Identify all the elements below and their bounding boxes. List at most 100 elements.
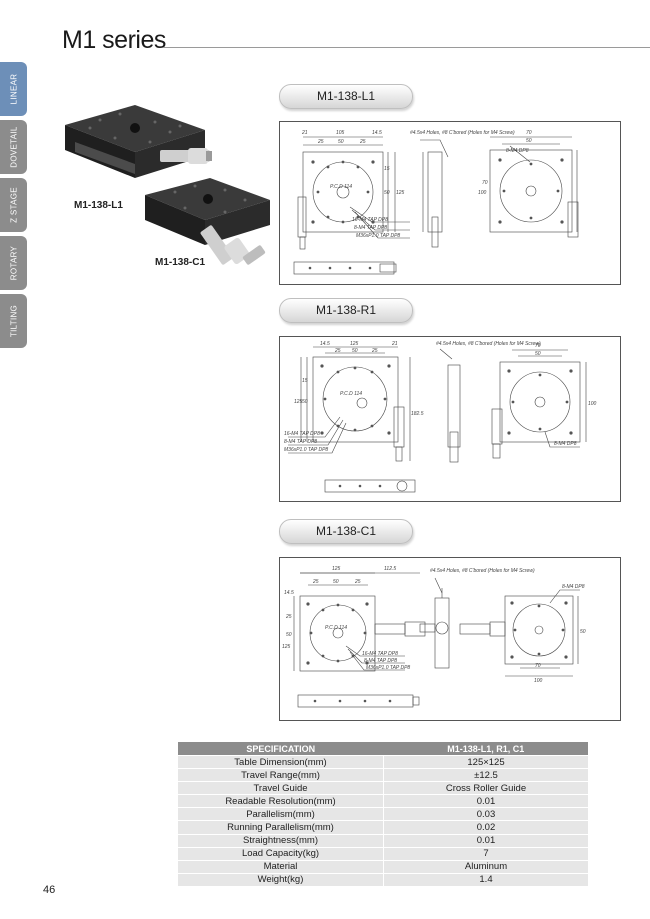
spec-value: ±12.5 (383, 768, 588, 782)
table-row: Straightness(mm)0.01 (178, 833, 588, 848)
dim-label: 182.5 (411, 411, 424, 417)
dim-label: 70 (535, 663, 541, 669)
dim-label: 50 (535, 351, 541, 357)
dim-label: 125 (282, 644, 291, 650)
spec-label: Load Capacity(kg) (178, 846, 384, 861)
dim-label: 50 (338, 139, 344, 145)
callout-label: 8-M4 DP8 (506, 148, 529, 154)
spec-label: Running Parallelism(mm) (178, 820, 384, 835)
side-tab-label: LINEAR (9, 73, 18, 105)
model-title-l1: M1-138-L1 (279, 84, 413, 109)
circle-label: P.C.D 114 (325, 625, 347, 631)
spec-label: Material (178, 859, 384, 874)
side-tab-dovetail[interactable]: DOVETAIL (0, 120, 27, 174)
side-tabs: LINEAR DOVETAIL Z STAGE ROTARY TILTING (0, 62, 27, 352)
dim-label: 50 (384, 190, 390, 196)
callout-label: 16-M4 TAP DP8 (362, 651, 398, 657)
dim-label: 25 (359, 139, 366, 145)
side-tab-label: DOVETAIL (9, 126, 18, 168)
title-rule (163, 47, 650, 48)
spec-label: Weight(kg) (178, 872, 384, 886)
product-photo (65, 105, 270, 265)
dim-label: 70 (526, 130, 532, 136)
callout-label: 8-M4 TAP DP8 (284, 439, 317, 445)
dim-label: 50 (302, 399, 308, 405)
spec-label: Table Dimension(mm) (178, 754, 384, 769)
dim-label: 14.5 (284, 590, 294, 596)
spec-table: SPECIFICATION M1-138-L1, R1, C1 Table Di… (178, 742, 588, 886)
dim-label: 21 (301, 130, 308, 136)
dim-label: 70 (535, 343, 541, 349)
dim-label: 25 (312, 579, 319, 585)
spec-value: 1.4 (383, 872, 588, 886)
dim-label: 14.5 (372, 130, 382, 136)
photo-label-l1: M1-138-L1 (74, 200, 123, 211)
table-header-row: SPECIFICATION M1-138-L1, R1, C1 (178, 742, 588, 756)
callout-label: M36xP1.0 TAP DP8 (366, 665, 410, 671)
dim-label: 50 (526, 138, 532, 144)
spec-value: Cross Roller Guide (383, 781, 588, 795)
dim-label: 50 (333, 579, 339, 585)
side-tab-label: Z STAGE (9, 187, 18, 223)
circle-label: P.C.D 114 (330, 184, 352, 190)
dim-label: 100 (588, 401, 597, 407)
page-title: M1 series (62, 26, 166, 54)
table-row: Table Dimension(mm)125×125 (178, 754, 588, 769)
photo-label-c1: M1-138-C1 (155, 257, 206, 268)
drawing-l1: 21 105 14.5 25 50 25 15 50 125 #4.5x4 Ho… (279, 121, 621, 285)
spec-label: Travel Range(mm) (178, 768, 384, 782)
dim-label: 105 (336, 130, 345, 136)
table-row: Weight(kg)1.4 (178, 872, 588, 886)
dim-label: 50 (286, 632, 292, 638)
dim-label: 125 (350, 341, 359, 347)
drawing-note: #4.5x4 Holes, #8 C'bored (Holes for M4 S… (436, 341, 541, 347)
dim-label: 25 (285, 614, 292, 620)
spec-label: Travel Guide (178, 781, 384, 795)
side-tab-z-stage[interactable]: Z STAGE (0, 178, 27, 232)
dim-label: 125 (294, 399, 303, 405)
page-number: 46 (43, 884, 56, 896)
callout-label: 8-M4 DP8 (554, 441, 577, 447)
dim-label: 50 (352, 348, 358, 354)
spec-value: 7 (383, 846, 588, 861)
dim-label: 125 (396, 190, 405, 196)
table-row: Load Capacity(kg)7 (178, 846, 588, 861)
dim-label: 25 (354, 579, 361, 585)
callout-label: M36xP1.0 TAP DP8 (284, 447, 328, 453)
spec-value: 0.02 (383, 820, 588, 835)
circle-label: P.C.D 114 (340, 391, 362, 397)
spec-value: 0.01 (383, 833, 588, 848)
model-title-r1: M1-138-R1 (279, 298, 413, 323)
callout-label: 8-M4 TAP DP8 (354, 225, 387, 231)
dim-label: 15 (302, 378, 308, 384)
callout-label: 8-M4 TAP DP8 (364, 658, 397, 664)
table-row: Parallelism(mm)0.03 (178, 807, 588, 821)
dim-label: 25 (371, 348, 378, 354)
dim-label: 70 (482, 180, 488, 186)
callout-label: 8-M4 DP8 (562, 584, 585, 590)
dim-label: 112.5 (384, 566, 396, 572)
side-tab-linear[interactable]: LINEAR (0, 62, 27, 116)
dim-label: 25 (317, 139, 324, 145)
model-title-c1: M1-138-C1 (279, 519, 413, 544)
dim-label: 50 (580, 629, 586, 635)
callout-label: 16-M4 TAP DP8 (352, 217, 388, 223)
side-tab-rotary[interactable]: ROTARY (0, 236, 27, 290)
dim-label: 100 (478, 190, 487, 196)
table-header-model: M1-138-L1, R1, C1 (383, 742, 588, 756)
dim-label: 15 (384, 166, 390, 172)
table-row: Readable Resolution(mm)0.01 (178, 794, 588, 808)
drawing-c1: 125 112.5 25 50 25 14.5 25 50 125 #4.5x4… (279, 557, 621, 721)
dim-label: 14.5 (320, 341, 330, 347)
spec-label: Straightness(mm) (178, 833, 384, 848)
side-tab-tilting[interactable]: TILTING (0, 294, 27, 348)
spec-value: 125×125 (383, 754, 588, 769)
dim-label: 21 (391, 341, 398, 347)
table-header-spec: SPECIFICATION (178, 742, 384, 756)
dim-label: 125 (332, 566, 341, 572)
drawing-r1: 14.5 125 21 25 50 25 15 50 125 182.5 #4.… (279, 336, 621, 502)
callout-label: 16-M4 TAP DP8 (284, 431, 320, 437)
table-row: Running Parallelism(mm)0.02 (178, 820, 588, 835)
